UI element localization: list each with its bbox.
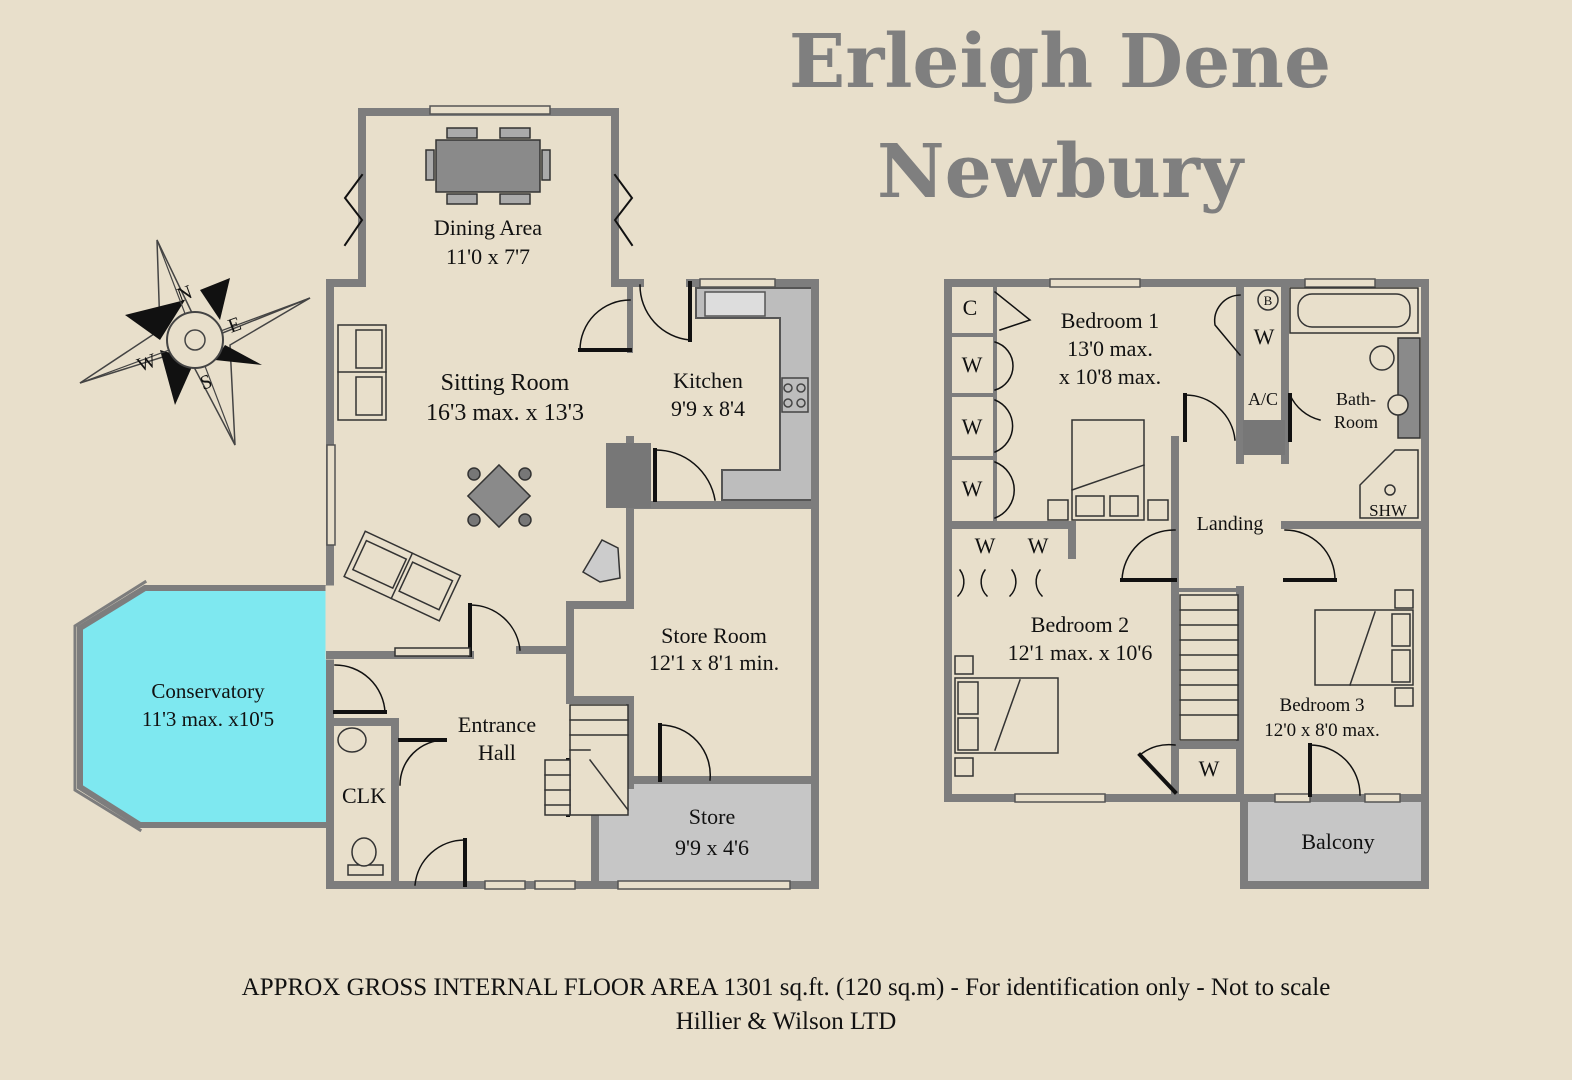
floor-area-note: APPROX GROSS INTERNAL FLOOR AREA 1301 sq… (241, 974, 1331, 1001)
bed3-name: Bedroom 3 (1280, 695, 1365, 716)
sitting-name: Sitting Room (441, 370, 570, 396)
first-floor-plan (944, 278, 1429, 889)
sitting-size: 16'3 max. x 13'3 (426, 400, 584, 426)
store-size: 9'9 x 4'6 (675, 835, 749, 860)
company-name: Hillier & Wilson LTD (675, 1008, 897, 1035)
bed3-size: 12'0 x 8'0 max. (1264, 720, 1380, 741)
conservatory-name: Conservatory (151, 679, 265, 703)
cupboard-label: C (963, 295, 978, 320)
bed1-name: Bedroom 1 (1061, 308, 1159, 333)
title-line-1: Erleigh Dene (788, 19, 1332, 105)
hall-name-1: Entrance (458, 712, 536, 737)
store-area (595, 780, 815, 885)
landing-label: Landing (1197, 513, 1264, 535)
balcony-label: Balcony (1301, 829, 1374, 854)
bathroom-label-2: Room (1334, 412, 1378, 432)
wardrobe-label-1: W (962, 352, 983, 377)
bed2-size: 12'1 max. x 10'6 (1008, 640, 1153, 665)
storeroom-size: 12'1 x 8'1 min. (649, 650, 779, 675)
wardrobe-label-6: W (1254, 324, 1275, 349)
bathroom-label-1: Bath- (1336, 389, 1376, 409)
kitchen-size: 9'9 x 8'4 (671, 396, 745, 421)
storeroom-name: Store Room (661, 623, 767, 648)
compass-n: N (174, 281, 195, 307)
dining-size: 11'0 x 7'7 (446, 244, 530, 269)
clk-label: CLK (342, 783, 386, 808)
conservatory-size: 11'3 max. x10'5 (142, 707, 274, 731)
boiler-label: B (1264, 293, 1273, 308)
kitchen-name: Kitchen (673, 368, 743, 393)
store-name: Store (689, 804, 735, 829)
bed1-size-2: x 10'8 max. (1059, 364, 1161, 389)
hall-name-2: Hall (478, 740, 516, 765)
bed2-name: Bedroom 2 (1031, 612, 1129, 637)
wardrobe-label-5: W (1028, 533, 1049, 558)
dining-name: Dining Area (434, 215, 542, 240)
wardrobe-label-3: W (962, 476, 983, 501)
shower-label: SHW (1369, 501, 1408, 520)
airing-cupboard-label: A/C (1248, 389, 1278, 409)
ground-floor-plan (73, 105, 819, 890)
conservatory-area (82, 590, 328, 825)
compass-rose-icon: N E S W (79, 239, 311, 446)
wardrobe-label-7: W (1199, 756, 1220, 781)
title-line-2: Newbury (877, 129, 1243, 215)
bed1-size-1: 13'0 max. (1067, 336, 1153, 361)
balcony-area (1244, 800, 1424, 885)
wardrobe-label-2: W (962, 414, 983, 439)
wardrobe-label-4: W (975, 533, 996, 558)
